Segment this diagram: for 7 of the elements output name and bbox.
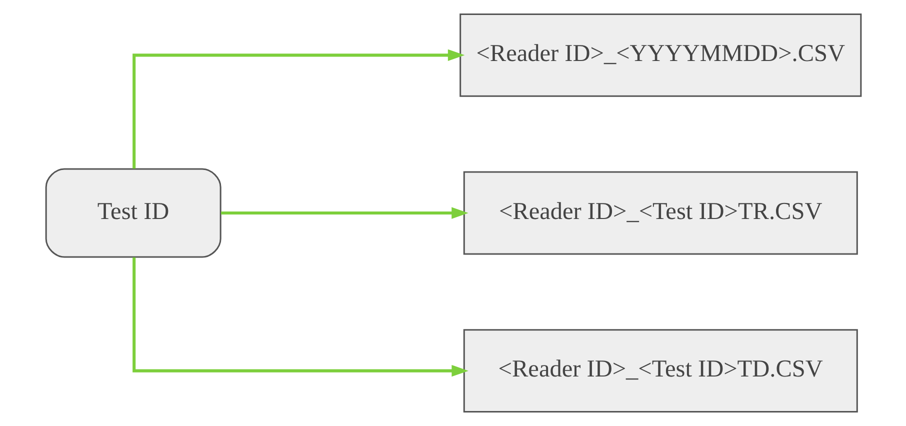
- arrow: [220, 207, 468, 219]
- node-box: <Reader ID>_<YYYYMMDD>.CSV: [459, 13, 862, 97]
- node-box: <Reader ID>_<Test ID>TR.CSV: [462, 171, 858, 255]
- arrow: [132, 257, 468, 377]
- node-box: Test ID: [44, 168, 221, 258]
- node-box: <Reader ID>_<Test ID>TD.CSV: [462, 329, 858, 413]
- arrow: [132, 49, 464, 169]
